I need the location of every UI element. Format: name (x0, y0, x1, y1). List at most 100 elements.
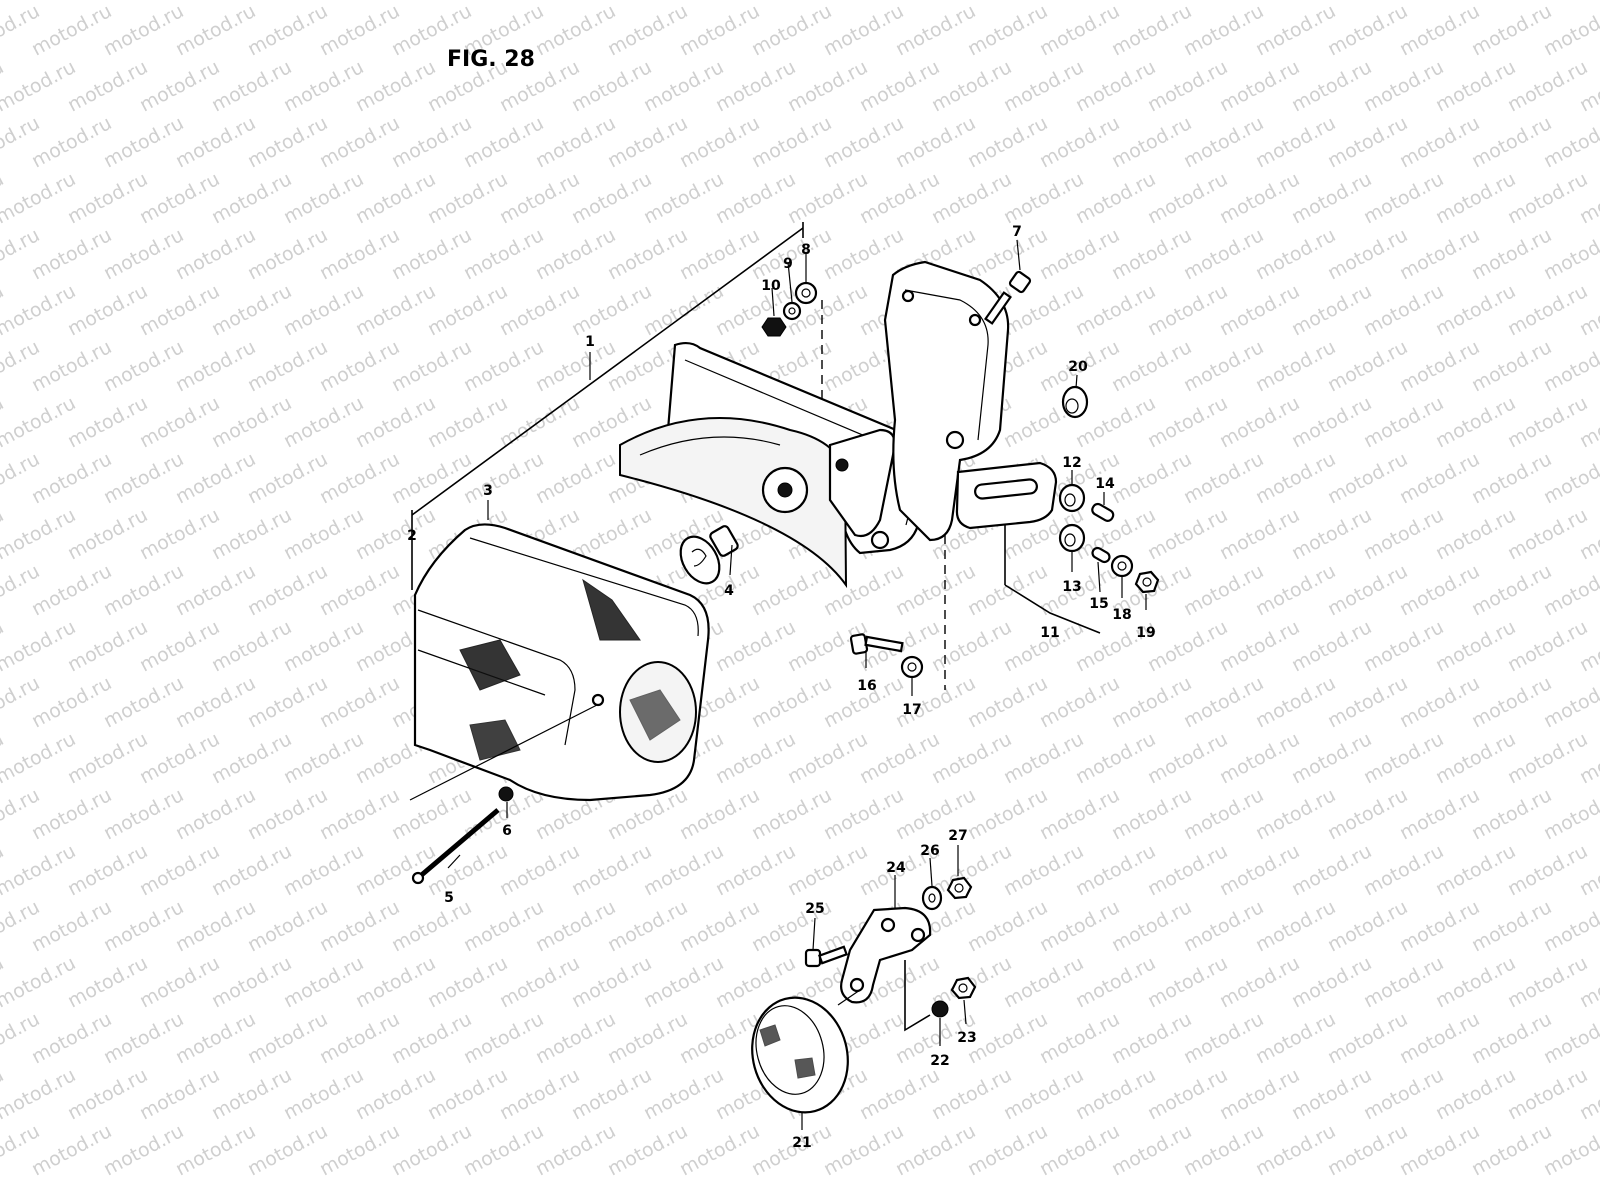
watermark-text: motod.ru (1072, 280, 1159, 340)
watermark-text: motod.ru (1252, 1120, 1339, 1180)
callout-1: 1 (585, 334, 595, 350)
watermark-text: motod.ru (136, 616, 223, 676)
watermark-text: motod.ru (1072, 728, 1159, 788)
watermark-text: motod.ru (1468, 784, 1555, 844)
watermark-text: motod.ru (1216, 504, 1303, 564)
watermark-text: motod.ru (676, 224, 763, 284)
watermark-text: motod.ru (1036, 896, 1123, 956)
watermark-text: motod.ru (424, 1064, 511, 1124)
watermark-text: motod.ru (172, 224, 259, 284)
watermark-text: motod.ru (136, 280, 223, 340)
watermark-text: motod.ru (1432, 952, 1519, 1012)
watermark-text: motod.ru (1324, 560, 1411, 620)
watermark-text: motod.ru (1324, 1008, 1411, 1068)
watermark-text: motod.ru (1324, 1120, 1411, 1180)
watermark-text: motod.ru (352, 56, 439, 116)
watermark-text: motod.ru (1288, 56, 1375, 116)
watermark-text: motod.ru (1036, 1120, 1123, 1180)
watermark-text: motod.ru (388, 1008, 475, 1068)
callout-7: 7 (1012, 224, 1022, 240)
watermark-text: motod.ru (0, 0, 79, 4)
figure-title: FIG. 28 (447, 47, 535, 72)
watermark-text: motod.ru (64, 56, 151, 116)
watermark-text: motod.ru (1180, 784, 1267, 844)
watermark-text: motod.ru (64, 0, 151, 4)
watermark-text: motod.ru (100, 224, 187, 284)
watermark-text: motod.ru (352, 280, 439, 340)
watermark-text: motod.ru (460, 1008, 547, 1068)
slotted-bracket (955, 461, 1101, 634)
watermark-text: motod.ru (1504, 1064, 1591, 1124)
watermark-text: motod.ru (0, 392, 79, 452)
watermark-text: motod.ru (244, 112, 331, 172)
watermark-text: motod.ru (928, 168, 1015, 228)
watermark-text: motod.ru (676, 0, 763, 60)
watermark-text: motod.ru (64, 1064, 151, 1124)
watermark-text: motod.ru (820, 784, 907, 844)
watermark-text: motod.ru (1144, 56, 1231, 116)
washer-17 (900, 655, 924, 679)
watermark-text: motod.ru (1036, 672, 1123, 732)
watermark-text: motod.ru (100, 784, 187, 844)
watermark-text: motod.ru (460, 224, 547, 284)
watermark-text: motod.ru (1432, 168, 1519, 228)
watermark-text: motod.ru (172, 0, 259, 60)
watermark-text: motod.ru (1072, 56, 1159, 116)
watermark-text: motod.ru (64, 504, 151, 564)
nut-27 (946, 876, 973, 900)
watermark-text: motod.ru (64, 280, 151, 340)
watermark-text: motod.ru (244, 224, 331, 284)
watermark-text: motod.ru (928, 0, 1015, 4)
watermark-text: motod.ru (64, 840, 151, 900)
watermark-text: motod.ru (1396, 336, 1483, 396)
watermark-text: motod.ru (676, 896, 763, 956)
watermark-text: motod.ru (316, 112, 403, 172)
watermark-text: motod.ru (1000, 280, 1087, 340)
watermark-text: motod.ru (424, 168, 511, 228)
callout-16: 16 (857, 678, 876, 694)
watermark-text: motod.ru (1252, 784, 1339, 844)
screw-5 (409, 704, 598, 885)
callout-8: 8 (801, 242, 811, 258)
watermark-text: motod.ru (496, 840, 583, 900)
bolt-16 (849, 633, 904, 655)
watermark-text: motod.ru (1360, 0, 1447, 4)
watermark-text: motod.ru (1108, 672, 1195, 732)
watermark-text: motod.ru (568, 280, 655, 340)
watermark-text: motod.ru (208, 280, 295, 340)
watermark-text: motod.ru (208, 392, 295, 452)
watermark-text: motod.ru (208, 616, 295, 676)
watermark-text: motod.ru (784, 840, 871, 900)
watermark-text: motod.ru (244, 672, 331, 732)
watermark-text: motod.ru (0, 616, 79, 676)
bolt-25 (804, 945, 848, 968)
watermark-text: motod.ru (1252, 1008, 1339, 1068)
watermark-text: motod.ru (1504, 168, 1591, 228)
watermark-text: motod.ru (1360, 392, 1447, 452)
watermark-text: motod.ru (1000, 56, 1087, 116)
watermark-text: motod.ru (244, 560, 331, 620)
collar-14 (1091, 502, 1115, 522)
washer-9 (782, 301, 802, 321)
watermark-text: motod.ru (136, 504, 223, 564)
watermark-text: motod.ru (1000, 728, 1087, 788)
watermark-text: motod.ru (1432, 1064, 1519, 1124)
callout-2: 2 (407, 528, 417, 544)
watermark-text: motod.ru (424, 840, 511, 900)
watermark-text: motod.ru (28, 1008, 115, 1068)
watermark-text: motod.ru (532, 0, 619, 60)
nut-10 (761, 317, 787, 337)
watermark-text: motod.ru (532, 112, 619, 172)
watermark-text: motod.ru (1036, 0, 1123, 60)
watermark-text: motod.ru (208, 952, 295, 1012)
callout-24: 24 (886, 860, 906, 876)
watermark-text: motod.ru (856, 168, 943, 228)
watermark-text: motod.ru (316, 672, 403, 732)
watermark-text: motod.ru (28, 112, 115, 172)
watermark-text: motod.ru (1504, 952, 1591, 1012)
watermark-text: motod.ru (0, 280, 79, 340)
watermark-text: motod.ru (1216, 1064, 1303, 1124)
watermark-text: motod.ru (244, 448, 331, 508)
watermark-text: motod.ru (136, 56, 223, 116)
collar-15 (1091, 546, 1111, 564)
